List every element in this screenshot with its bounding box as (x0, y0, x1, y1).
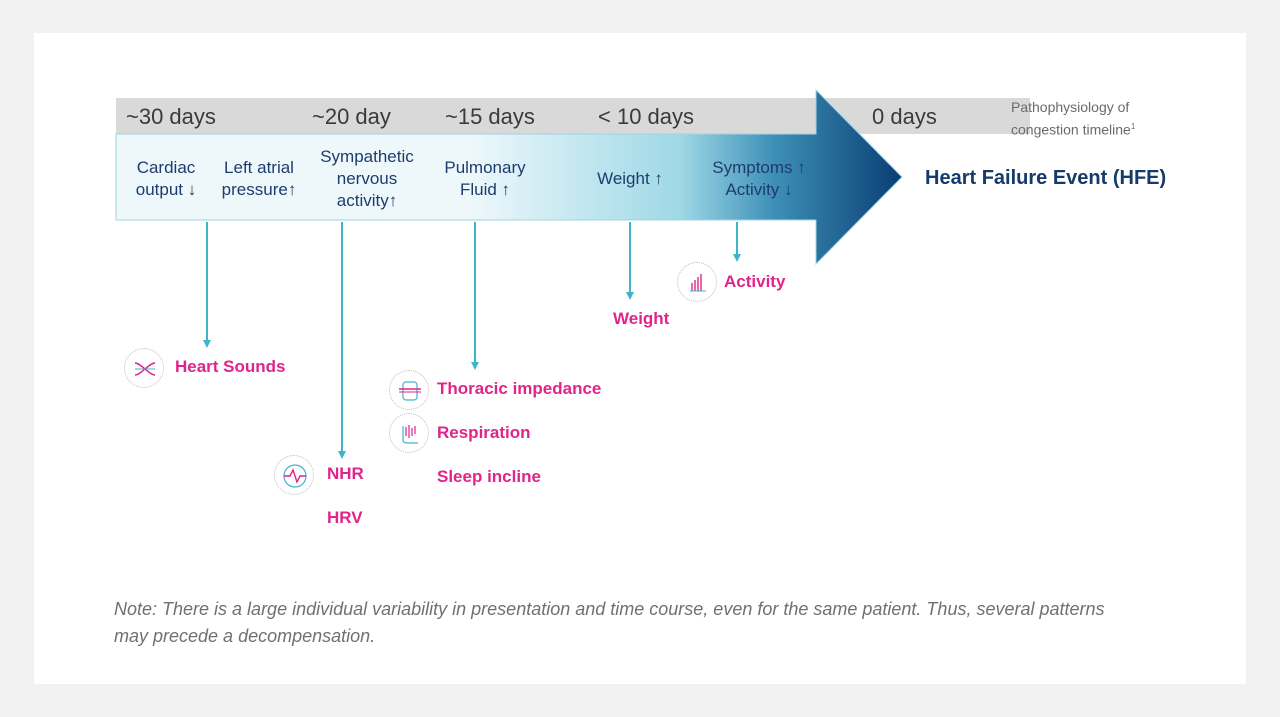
phase-symptoms-activity: Symptoms ↑Activity ↓ (712, 158, 806, 199)
measure-nhr: NHR (327, 464, 364, 483)
day-label-0: 0 days (872, 104, 937, 129)
thoracic-impedance-icon (389, 370, 429, 410)
day-label-15: ~15 days (445, 104, 535, 129)
activity-icon (677, 262, 717, 302)
day-band-end (822, 98, 1030, 134)
day-label-20: ~20 day (312, 104, 391, 129)
heart-rate-icon (274, 455, 314, 495)
measure-hrv: HRV (327, 508, 363, 527)
end-event-label: Heart Failure Event (HFE) (925, 167, 1167, 189)
timeline-arrow (115, 88, 903, 266)
measure-weight: Weight (613, 309, 670, 328)
phase-weight: Weight ↑ (597, 169, 663, 188)
measure-activity: Activity (724, 272, 786, 291)
respiration-icon (389, 413, 429, 453)
heart-sounds-icon (124, 348, 164, 388)
measure-respiration: Respiration (437, 423, 531, 442)
measure-heart-sounds: Heart Sounds (175, 357, 286, 376)
measure-thoracic-impedance: Thoracic impedance (437, 379, 602, 398)
day-band (116, 98, 821, 134)
measure-sleep-incline: Sleep incline (437, 467, 541, 486)
timeline-caption: Pathophysiology of congestion timeline1 (1011, 99, 1136, 138)
footnote: Note: There is a large individual variab… (114, 599, 1105, 646)
day-label-30: ~30 days (126, 104, 216, 129)
day-label-10: < 10 days (598, 104, 695, 129)
